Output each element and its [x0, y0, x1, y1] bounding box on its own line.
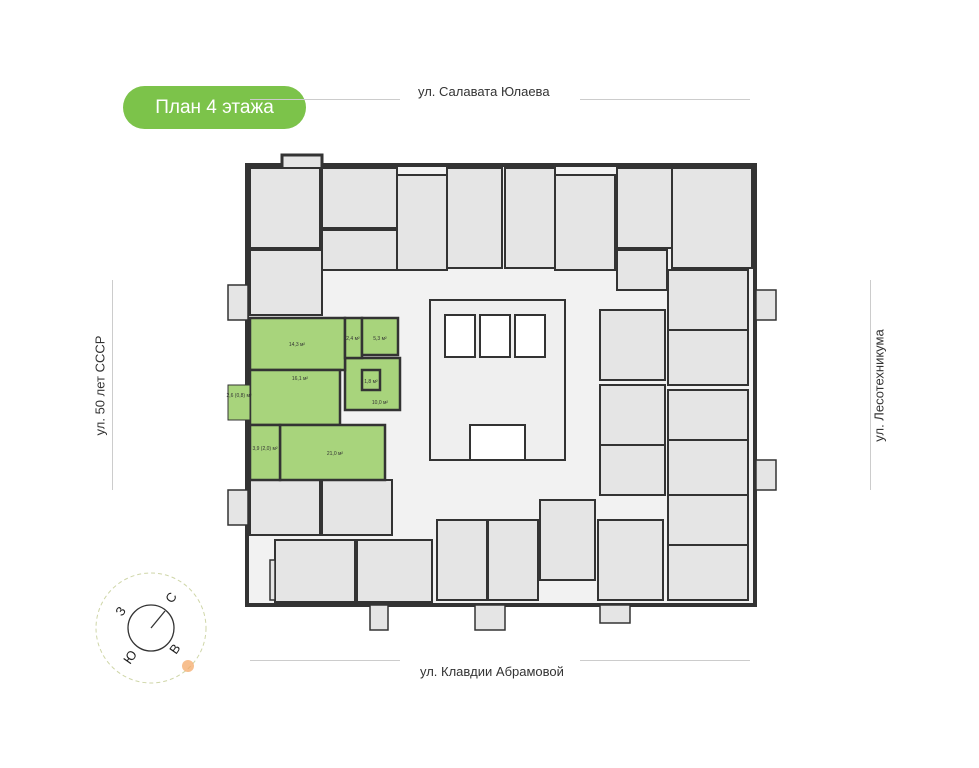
- room-area-label: 21,0 м²: [327, 451, 344, 457]
- compass-needle: [150, 610, 166, 629]
- room-area-label: 14,3 м²: [289, 342, 306, 348]
- room: [554, 174, 616, 271]
- room: [667, 494, 749, 546]
- street-line: [250, 660, 400, 661]
- street-line: [250, 99, 400, 100]
- compass-w: З: [112, 604, 129, 619]
- room: [321, 229, 398, 271]
- room-area-label: 5,3 м²: [373, 336, 387, 342]
- compass-orbit: [95, 572, 207, 684]
- room-area-label: 10,0 м²: [372, 400, 389, 406]
- apartment-room: [360, 316, 400, 357]
- room-area-label: 3,9 (2,0) м²: [252, 446, 277, 452]
- room: [249, 479, 321, 536]
- room: [599, 309, 666, 381]
- street-line: [870, 280, 871, 490]
- apartment-room: [227, 384, 251, 421]
- balcony: [227, 284, 249, 321]
- balcony: [755, 289, 777, 321]
- room: [487, 519, 539, 601]
- room: [446, 167, 503, 269]
- room: [667, 439, 749, 496]
- highlighted-apartment[interactable]: [227, 316, 402, 482]
- apartment-room: [248, 423, 282, 482]
- balcony: [227, 489, 249, 526]
- balcony: [269, 559, 276, 601]
- balcony: [755, 459, 777, 491]
- room-area-label: 16,1 м²: [292, 376, 309, 382]
- room: [616, 249, 668, 291]
- street-line: [112, 280, 113, 490]
- room: [504, 167, 556, 269]
- room: [321, 167, 398, 229]
- room-area-label: 1,8 м²: [364, 379, 378, 385]
- room-area-label: 2,6 (0,8) м²: [226, 393, 251, 399]
- room: [249, 167, 321, 249]
- elevator-shaft: [514, 314, 546, 358]
- apartment-labels: 14,3 м² 2,4 м² 5,3 м² 16,1 м² 1,8 м² 10,0 м² 2…: [226, 336, 388, 457]
- compass-n: С: [162, 589, 180, 605]
- room: [667, 329, 749, 386]
- apartment-room: [360, 368, 382, 392]
- street-line: [580, 99, 750, 100]
- room: [667, 389, 749, 441]
- apartment-room: [248, 316, 347, 372]
- compass-dial: [127, 604, 175, 652]
- room: [356, 539, 433, 603]
- elevator-shaft: [444, 314, 476, 358]
- room: [249, 249, 323, 316]
- room: [539, 499, 596, 581]
- street-bottom: ул. Клавдии Абрамовой: [420, 664, 564, 679]
- balcony: [599, 604, 631, 624]
- room: [396, 174, 448, 271]
- elevator-shaft: [479, 314, 511, 358]
- sun-icon: [182, 660, 194, 672]
- room: [274, 539, 356, 603]
- room: [616, 167, 673, 249]
- room: [321, 479, 393, 536]
- elevator-shaft: [469, 424, 526, 461]
- balcony: [369, 604, 389, 631]
- floor-title: План 4 этажа: [123, 86, 306, 129]
- room: [667, 269, 749, 331]
- room: [597, 519, 664, 601]
- compass: С В Ю З: [95, 572, 207, 684]
- room: [599, 384, 666, 446]
- room: [436, 519, 488, 601]
- compass-e: В: [166, 641, 183, 657]
- street-line: [580, 660, 750, 661]
- balcony: [474, 604, 506, 631]
- room-area-label: 2,4 м²: [346, 336, 360, 342]
- room: [599, 444, 666, 496]
- room: [671, 167, 753, 269]
- room: [667, 544, 749, 601]
- compass-s: Ю: [120, 647, 140, 666]
- street-top: ул. Салавата Юлаева: [418, 84, 550, 99]
